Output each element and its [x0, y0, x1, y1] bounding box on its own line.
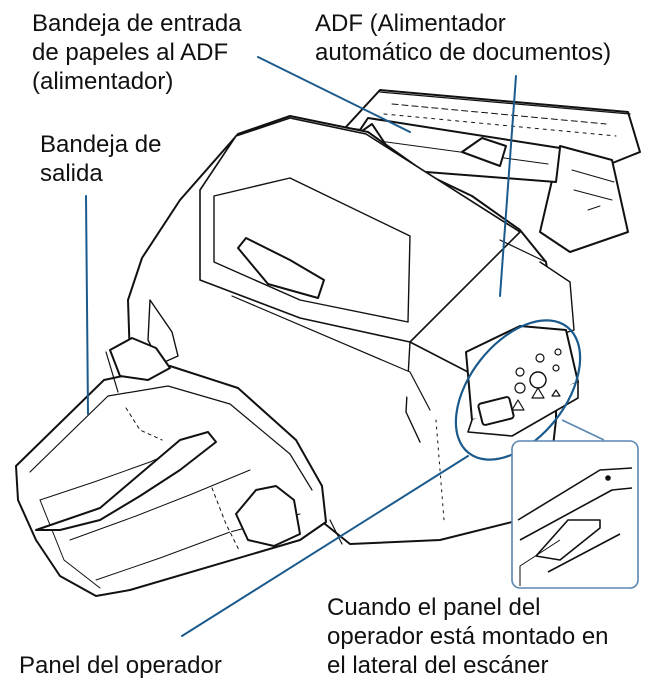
- scanner-illustration: [15, 89, 641, 597]
- label-output-tray-line-1: Bandeja de: [40, 131, 162, 158]
- leader-output-tray: [85, 195, 89, 415]
- adf-paper-chute: [344, 89, 641, 253]
- leader-adf: [499, 75, 517, 297]
- output-tray: [15, 337, 327, 597]
- inset-frame: [511, 440, 639, 589]
- label-adf-line-2: automático de documentos): [315, 39, 612, 66]
- label-side-mount-note: Cuando el panel del operador está montad…: [327, 593, 609, 680]
- label-adf-line-1: ADF (Alimentador: [315, 10, 506, 37]
- label-operator-panel-text: Panel del operador: [19, 652, 222, 679]
- label-output-tray-line-2: salida: [40, 160, 103, 187]
- leader-operator-panel: [181, 455, 469, 637]
- label-adf-input-tray: Bandeja de entrada de papeles al ADF (al…: [32, 9, 242, 96]
- label-side-mount-note-line-2: operador está montado en: [327, 623, 609, 650]
- leader-adf-input-tray: [257, 56, 411, 133]
- label-adf-input-tray-line-1: Bandeja de entrada: [32, 10, 242, 37]
- operator-panel-highlight: [454, 319, 582, 461]
- operator-panel: [465, 325, 579, 437]
- label-adf-input-tray-line-2: de papeles al ADF: [32, 39, 229, 66]
- label-adf: ADF (Alimentador automático de documento…: [315, 9, 611, 67]
- label-side-mount-note-line-3: el lateral del escáner: [327, 652, 549, 679]
- label-output-tray: Bandeja de salida: [40, 130, 161, 188]
- label-side-mount-note-line-1: Cuando el panel del: [327, 594, 541, 621]
- label-operator-panel: Panel del operador: [19, 651, 222, 680]
- label-adf-input-tray-line-3: (alimentador): [32, 68, 174, 95]
- leader-lines: [85, 56, 517, 637]
- side-mount-inset: [511, 419, 639, 589]
